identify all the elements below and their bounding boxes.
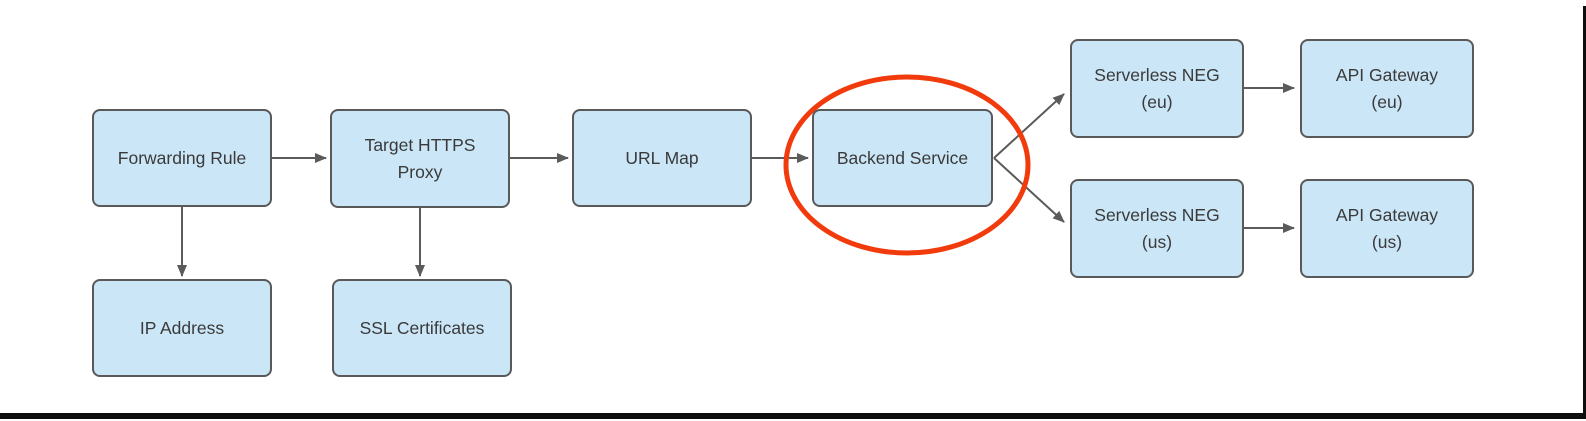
node-backend-service: Backend Service <box>812 109 993 207</box>
highlight-ellipse-backend-service <box>783 74 1031 256</box>
node-forwarding-rule: Forwarding Rule <box>92 109 272 207</box>
node-api-gateway-eu: API Gateway (eu) <box>1300 39 1474 138</box>
node-serverless-neg-us: Serverless NEG (us) <box>1070 179 1244 278</box>
node-target-https-proxy: Target HTTPS Proxy <box>330 109 510 208</box>
node-ip-address: IP Address <box>92 279 272 377</box>
edge-backend-service-to-serverless-neg-us <box>993 157 1065 223</box>
node-url-map: URL Map <box>572 109 752 207</box>
node-api-gateway-us: API Gateway (us) <box>1300 179 1474 278</box>
edge-backend-service-to-serverless-neg-eu <box>993 93 1065 159</box>
page-frame-right-edge <box>1583 6 1586 419</box>
node-serverless-neg-eu: Serverless NEG (eu) <box>1070 39 1244 138</box>
page-frame-bottom-edge <box>0 413 1586 419</box>
node-ssl-certificates: SSL Certificates <box>332 279 512 377</box>
